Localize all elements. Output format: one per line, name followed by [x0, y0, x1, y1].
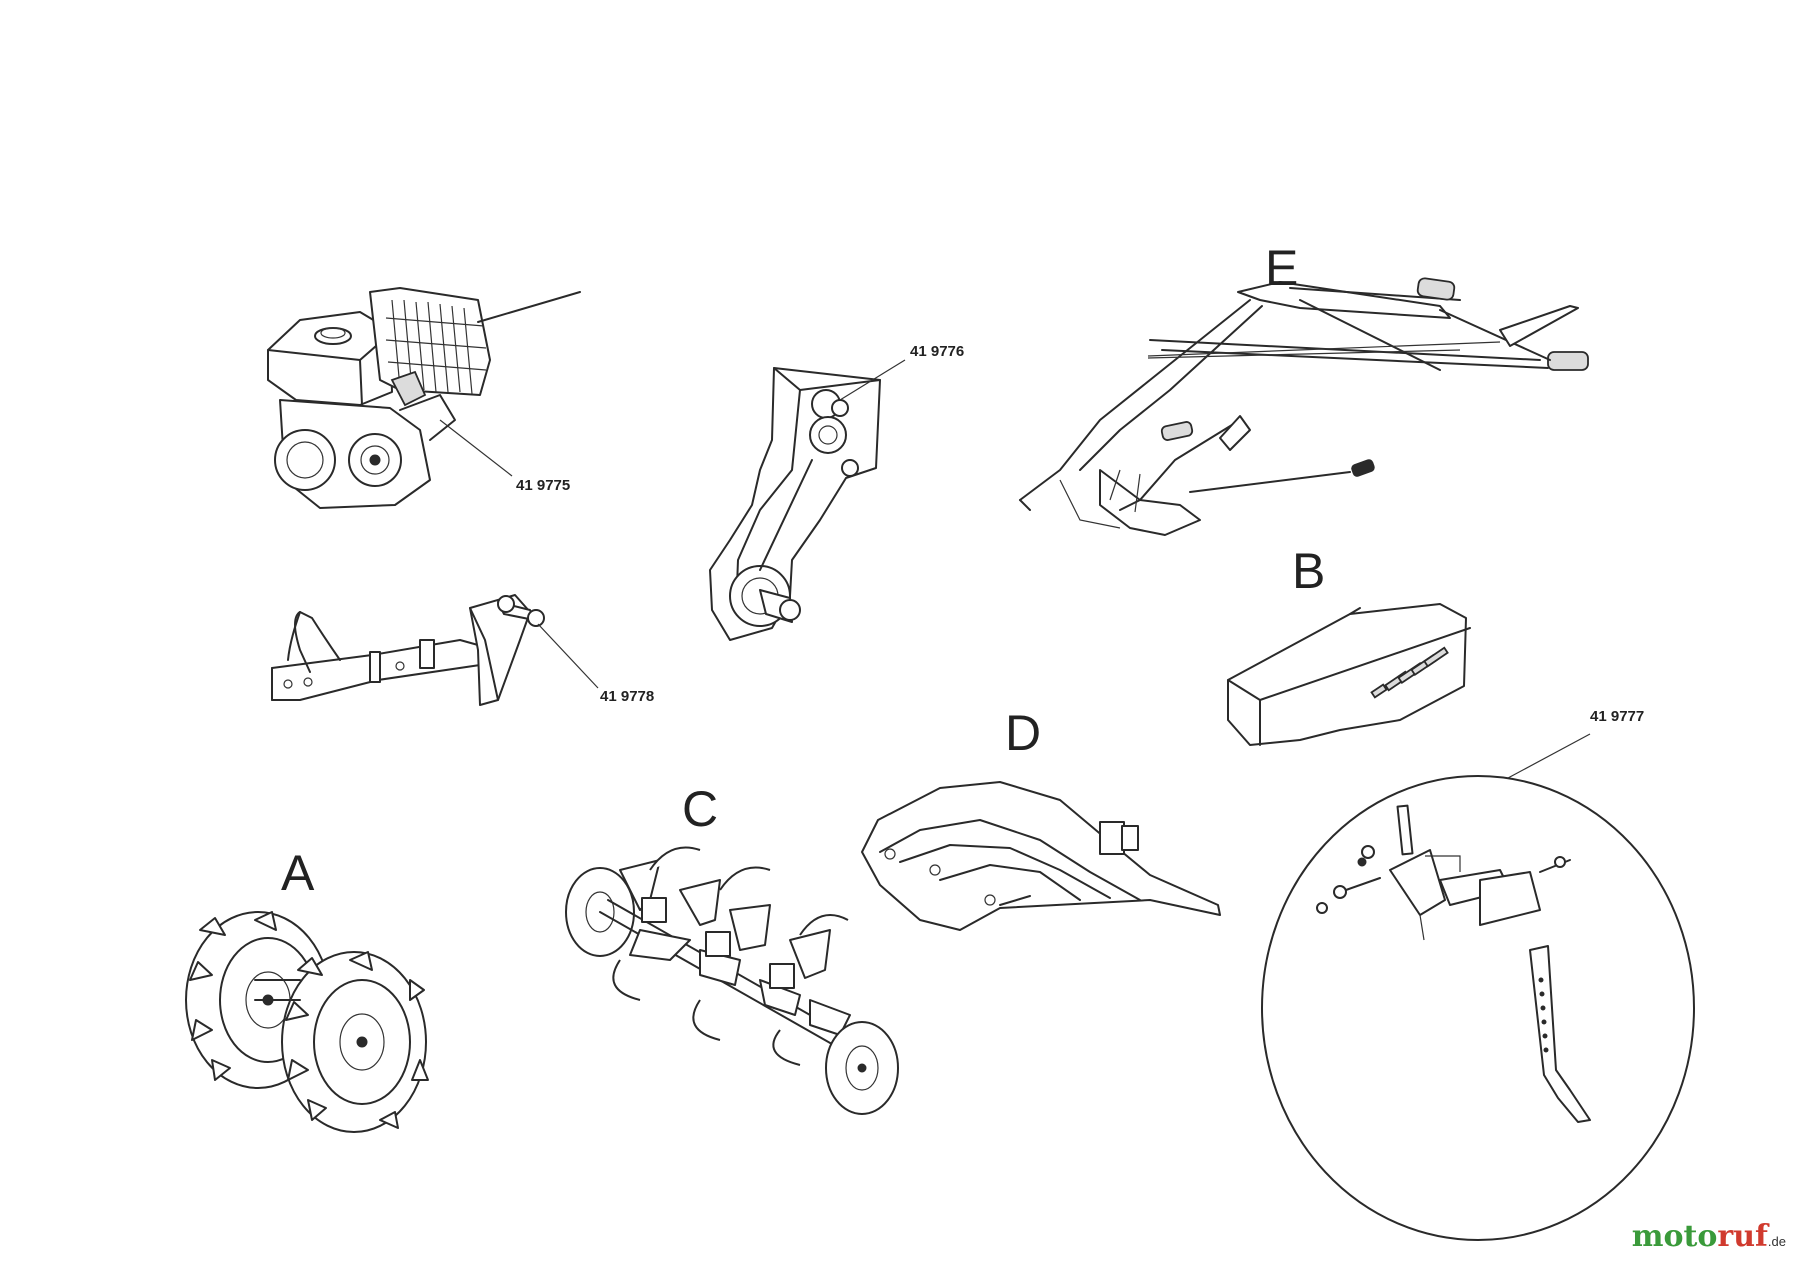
motoruf-logo: motoruf.de	[1632, 1219, 1786, 1254]
tiller-tines-drawing	[565, 846, 899, 1115]
part-number-engine: 41 9775	[516, 477, 571, 494]
part-number-depth-stake: 41 9777	[1590, 708, 1645, 725]
label-a: A	[281, 845, 315, 901]
part-number-frame: 41 9778	[600, 688, 655, 705]
part-number-gearbox: 41 9776	[910, 343, 965, 360]
engine-drawing	[267, 287, 581, 509]
fender-drawing	[861, 781, 1221, 931]
depth-stake-detail	[1261, 733, 1695, 1241]
logo-part2: ruf	[1717, 1219, 1768, 1254]
label-b: B	[1292, 543, 1326, 599]
label-d: D	[1005, 705, 1042, 761]
logo-part1: moto	[1631, 1219, 1718, 1254]
belt-guard-drawing	[1227, 603, 1471, 746]
handlebar-drawing	[1019, 277, 1589, 536]
frame-drawing	[271, 594, 599, 706]
gearbox-drawing	[709, 359, 906, 641]
label-c: C	[682, 781, 719, 837]
label-e: E	[1265, 240, 1299, 296]
wheels-drawing	[185, 911, 429, 1133]
logo-tld: .de	[1767, 1234, 1786, 1249]
